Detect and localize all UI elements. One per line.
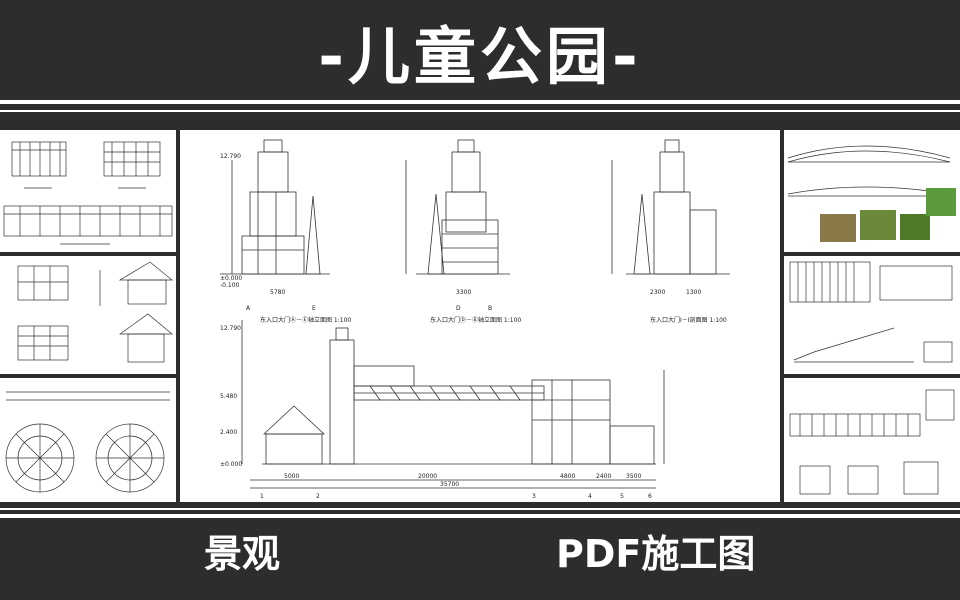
drawing-stair-section: [789, 261, 953, 363]
dim-2300-label: 2300: [650, 289, 665, 296]
thumb-right-3: [784, 378, 960, 502]
dim-b-label: 20000: [418, 473, 437, 480]
main-level-top: 12.790: [220, 325, 241, 332]
main-level-zero: ±0.000: [220, 461, 242, 468]
grid-3-label: 3: [532, 493, 536, 500]
page-title: -儿童公园-: [318, 20, 642, 93]
thumb-left-1: [0, 130, 176, 252]
photo-garden-3: [900, 214, 930, 240]
dim-3300-label: 3300: [456, 289, 471, 296]
thumb-right-1: [784, 130, 960, 252]
level-zero-label: ±0.000: [220, 275, 242, 282]
dim-d-label: 2400: [596, 473, 611, 480]
gate-elevations-drawing: 12.790 ±0.000 -0.100 5780 A E 东入口大门Ⓐ－Ⓔ轴立…: [220, 139, 730, 500]
caption-left: 景观: [204, 532, 281, 576]
dim-e-label: 3500: [626, 473, 641, 480]
grid-6-label: 6: [648, 493, 652, 500]
thumb-left-3: [0, 378, 176, 502]
grid-4-label: 4: [588, 493, 592, 500]
main-level-low: 2.400: [220, 429, 237, 436]
grid-E-label: E: [312, 305, 316, 312]
grid-5-label: 5: [620, 493, 624, 500]
elev2-title: 东入口大门Ⓓ－Ⓑ轴立面图 1:100: [430, 316, 521, 324]
dim-5780-label: 5780: [270, 289, 285, 296]
grid-D-label: D: [456, 305, 461, 312]
dim-a-label: 5000: [284, 473, 299, 480]
thumb-left-2: [0, 256, 176, 374]
level-top-label: 12.790: [220, 153, 241, 160]
photo-garden-4: [926, 188, 956, 216]
bottom-rule-thick: [0, 514, 960, 518]
level-neg-label: -0.100: [220, 282, 240, 289]
caption-right: PDF施工图: [556, 532, 756, 576]
photo-garden-1: [820, 214, 856, 242]
photo-garden-2: [860, 210, 896, 240]
top-rule-thick: [0, 100, 960, 104]
bottom-rule-thin: [0, 508, 960, 510]
grid-A-label: A: [246, 305, 251, 312]
dim-1300-label: 1300: [686, 289, 701, 296]
main-level-mid: 5.480: [220, 393, 237, 400]
drawing-arch-and-photos: [787, 145, 956, 242]
grid-B-label: B: [488, 305, 492, 312]
dim-c-label: 4800: [560, 473, 575, 480]
thumb-right-2: [784, 256, 960, 374]
drawing-railing-details: [789, 389, 955, 495]
top-rule-thin: [0, 110, 960, 112]
drawing-pavilion: [17, 261, 173, 363]
elev1-title: 东入口大门Ⓐ－Ⓔ轴立面图 1:100: [260, 316, 351, 324]
dim-total-label: 35700: [440, 481, 459, 488]
main-drawing-sheet: 12.790 ±0.000 -0.100 5780 A E 东入口大门Ⓐ－Ⓔ轴立…: [180, 130, 780, 502]
drawing-circular-plaza: [5, 391, 170, 493]
grid-2-label: 2: [316, 493, 320, 500]
drawing-fence-elevations: [3, 141, 173, 245]
grid-1-label: 1: [260, 493, 264, 500]
elev3-title: 东入口大门Ⅰ－Ⅰ剖面图 1:100: [650, 316, 727, 324]
